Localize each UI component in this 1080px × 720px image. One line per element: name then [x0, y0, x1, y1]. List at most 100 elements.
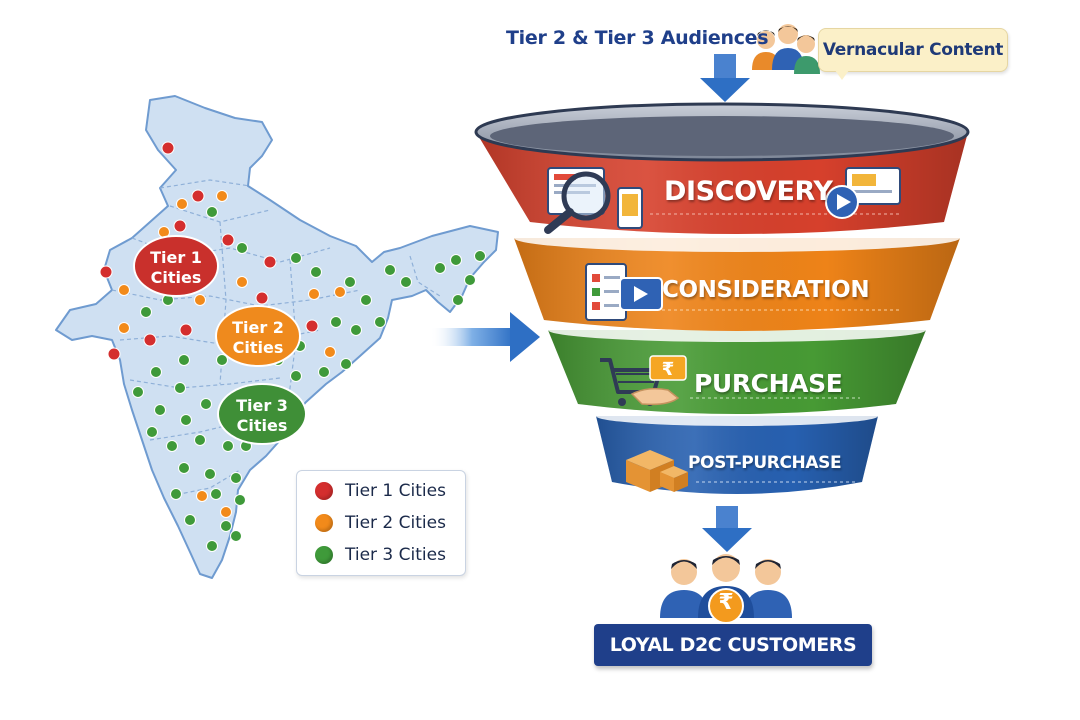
marketing-funnel [474, 102, 970, 494]
customers-icon [660, 554, 792, 624]
outcome-banner: LOYAL D2C CUSTOMERS [594, 624, 872, 666]
city-dot [216, 190, 228, 202]
city-dot [400, 276, 412, 288]
svg-text:₹: ₹ [662, 359, 675, 380]
stage-label-consideration: CONSIDERATION [662, 277, 870, 303]
city-dot [196, 490, 208, 502]
tier1-cluster [133, 235, 219, 297]
city-dot [204, 468, 216, 480]
city-dot [146, 426, 158, 438]
city-dot [118, 322, 130, 334]
city-dot [234, 494, 246, 506]
city-dot [305, 319, 319, 333]
tier1-dot-icon [315, 482, 333, 500]
tier3-label-line1: Tier 3 [236, 396, 288, 415]
city-dot [452, 294, 464, 306]
city-dot [194, 294, 206, 306]
audience-arrow [700, 54, 750, 102]
city-dot [290, 252, 302, 264]
tier1-label: Tier 1 Cities [146, 248, 206, 288]
city-dot [360, 294, 372, 306]
city-dot [210, 488, 222, 500]
city-dot [206, 540, 218, 552]
city-dot [161, 141, 175, 155]
city-dot [143, 333, 157, 347]
city-dot [150, 366, 162, 378]
tier1-ellipse [133, 235, 219, 297]
legend: Tier 1 Cities Tier 2 Cities Tier 3 Citie… [296, 470, 466, 576]
city-dot [230, 472, 242, 484]
city-dot [184, 514, 196, 526]
delivery-box-icon [626, 450, 688, 492]
city-dot [221, 233, 235, 247]
tier3-ellipse [217, 383, 307, 445]
city-dot [216, 354, 228, 366]
tier3-label: Tier 3 Cities [232, 396, 292, 436]
tier2-cluster [215, 305, 301, 367]
stage-label-purchase: PURCHASE [694, 369, 843, 398]
city-dot [173, 219, 187, 233]
city-dot [222, 440, 234, 452]
tier2-ellipse [215, 305, 301, 367]
city-dot [434, 262, 446, 274]
bubble-tail [832, 66, 852, 80]
city-dot [178, 354, 190, 366]
city-dot [450, 254, 462, 266]
city-dot [200, 398, 212, 410]
tier1-label-line2: Cities [150, 268, 202, 287]
city-dot [180, 414, 192, 426]
city-dot [263, 255, 277, 269]
legend-label-tier1: Tier 1 Cities [345, 481, 446, 501]
checklist-video-icon [585, 263, 663, 321]
city-dot [174, 382, 186, 394]
city-dot [340, 358, 352, 370]
city-dot [255, 291, 269, 305]
legend-item-tier2: Tier 2 Cities [315, 511, 446, 535]
city-dot [178, 462, 190, 474]
stage-label-discovery: DISCOVERY [664, 176, 833, 207]
city-dot [140, 306, 152, 318]
cart-payment-icon: ₹ [600, 355, 687, 406]
city-dot [236, 242, 248, 254]
india-map [55, 95, 499, 579]
city-dot [474, 250, 486, 262]
city-dot [318, 366, 330, 378]
vernacular-bubble: Vernacular Content [818, 28, 1008, 72]
video-ad-icon [825, 167, 901, 219]
city-dot [170, 488, 182, 500]
city-dot [154, 404, 166, 416]
audience-people-icon [752, 24, 820, 74]
city-dot [464, 274, 476, 286]
city-dot [166, 440, 178, 452]
tier3-dot-icon [315, 546, 333, 564]
city-dot [176, 198, 188, 210]
legend-label-tier2: Tier 2 Cities [345, 513, 446, 533]
city-dot [384, 264, 396, 276]
city-dot [324, 346, 336, 358]
city-dot [330, 316, 342, 328]
audience-label: Tier 2 & Tier 3 Audiences [506, 27, 769, 49]
city-dot [179, 323, 193, 337]
tier3-cluster [217, 383, 307, 445]
tier3-label-line2: Cities [236, 416, 288, 435]
rupee-coin-symbol: ₹ [718, 590, 734, 615]
city-dot [230, 530, 242, 542]
city-dot [374, 316, 386, 328]
city-dot [191, 189, 205, 203]
city-dot [107, 347, 121, 361]
tier2-dot-icon [315, 514, 333, 532]
legend-item-tier1: Tier 1 Cities [315, 479, 446, 503]
tier2-label-line1: Tier 2 [232, 318, 284, 337]
city-dot [118, 284, 130, 296]
legend-label-tier3: Tier 3 Cities [345, 545, 446, 565]
outcome-label: LOYAL D2C CUSTOMERS [609, 634, 857, 656]
funnel-stage-purchase [548, 318, 926, 414]
city-dot [308, 288, 320, 300]
tier1-label-line1: Tier 1 [150, 248, 202, 267]
city-dot [194, 434, 206, 446]
map-to-funnel-arrow [430, 312, 540, 362]
magnifier-icon [544, 167, 643, 234]
city-dot [236, 276, 248, 288]
city-dot [290, 370, 302, 382]
